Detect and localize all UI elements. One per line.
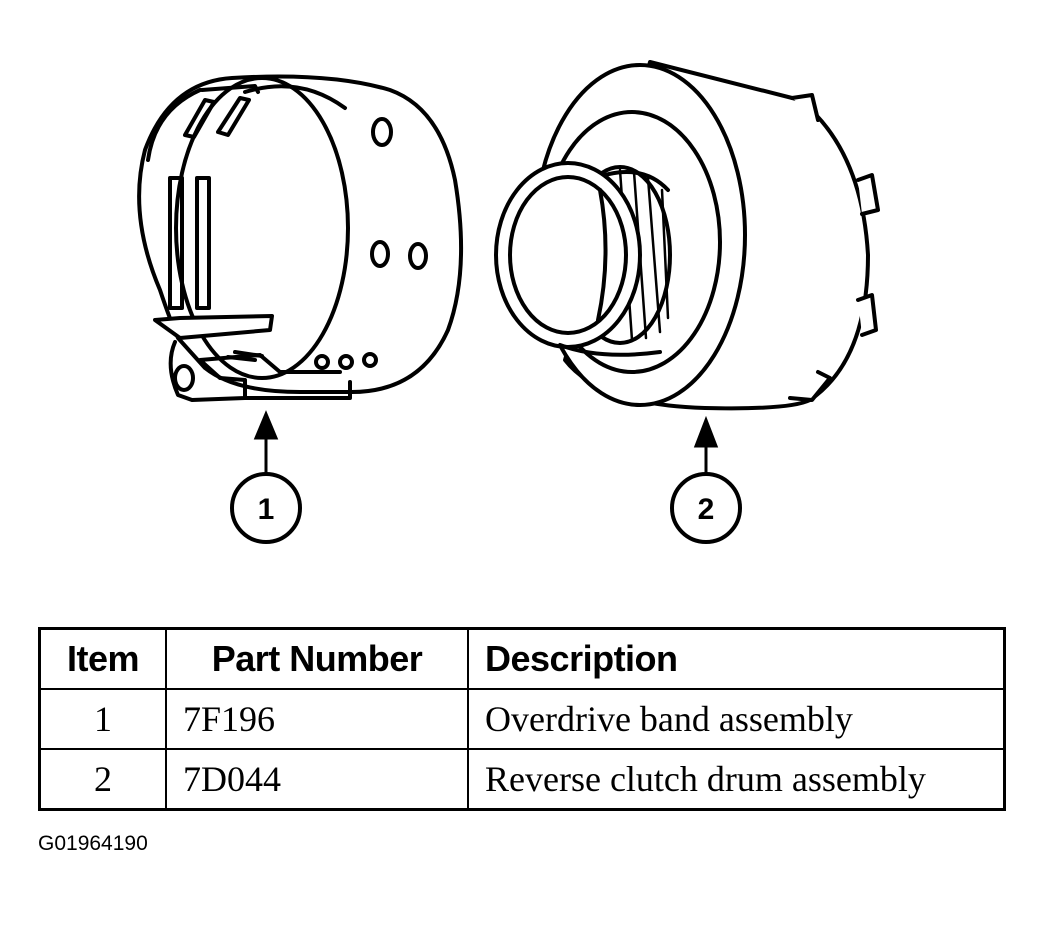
table-header-row: Item Part Number Description	[38, 627, 1006, 690]
row-1-part-number: 7F196	[165, 688, 469, 750]
callout-2-number: 2	[698, 493, 715, 526]
callout-arrow-1	[253, 410, 279, 475]
callout-2: 2	[670, 472, 742, 544]
row-1-item: 1	[38, 688, 167, 750]
parts-table: Item Part Number Description 1 7F196 Ove…	[38, 627, 1006, 811]
callout-1: 1	[230, 472, 302, 544]
row-2-description: Reverse clutch drum assembly	[467, 748, 1006, 811]
parts-illustration: 1 2	[137, 60, 880, 544]
header-part-number: Part Number	[165, 627, 469, 690]
header-item: Item	[38, 627, 167, 690]
table-row: 1 7F196 Overdrive band assembly	[38, 688, 1006, 750]
row-2-part-number: 7D044	[165, 748, 469, 811]
callout-1-number: 1	[258, 493, 275, 526]
table-row: 2 7D044 Reverse clutch drum assembly	[38, 748, 1006, 811]
overdrive-band-icon	[137, 74, 464, 402]
clutch-drum-icon	[494, 60, 880, 411]
row-2-item: 2	[38, 748, 167, 811]
callout-arrow-2	[693, 415, 719, 475]
row-1-description: Overdrive band assembly	[467, 688, 1006, 750]
figure-id: G01964190	[38, 832, 148, 855]
header-description: Description	[467, 627, 1006, 690]
